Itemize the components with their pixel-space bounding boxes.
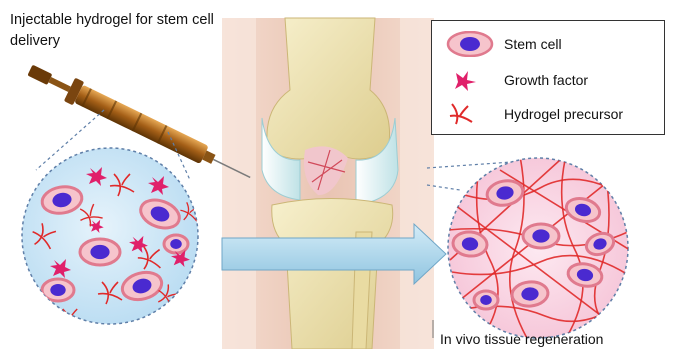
stem-cell xyxy=(164,235,188,253)
knee-illustration xyxy=(222,18,434,349)
stem-cell xyxy=(42,279,74,301)
caption: In vivo tissue regeneration xyxy=(440,330,603,348)
stem-cell xyxy=(474,291,498,309)
precursor-mixture-circle xyxy=(22,148,202,329)
hydrogel-precursor-icon xyxy=(446,100,486,128)
stem-cell-icon xyxy=(446,31,494,57)
stem-cell xyxy=(80,239,120,265)
legend-label: Stem cell xyxy=(504,36,562,52)
legend-label: Growth factor xyxy=(504,72,588,88)
stem-cell xyxy=(523,224,559,248)
growth-factor-icon xyxy=(446,67,486,93)
legend: Stem cell Growth factor Hydrogel precurs… xyxy=(431,20,665,135)
stem-cell xyxy=(452,231,488,258)
regenerated-tissue-circle xyxy=(448,156,632,340)
diagram-title: Injectable hydrogel for stem cell delive… xyxy=(10,10,225,52)
legend-label: Hydrogel precursor xyxy=(504,106,623,122)
